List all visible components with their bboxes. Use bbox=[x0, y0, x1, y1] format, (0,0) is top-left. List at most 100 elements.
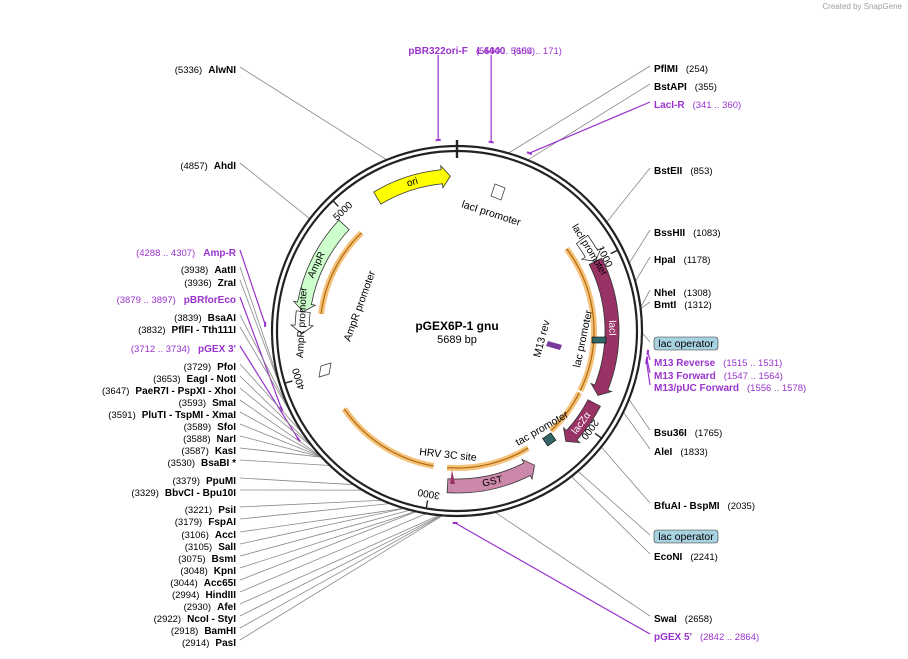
label-hpai-39[interactable]: HpaI(1178) bbox=[654, 255, 710, 266]
label-alei-47[interactable]: AleI(1833) bbox=[654, 447, 708, 458]
label-alwni-0-name: AlwNI bbox=[208, 65, 236, 76]
label-ncoi-styi-29[interactable]: NcoI - StyI(2922) bbox=[154, 614, 237, 625]
label-psii-20[interactable]: PsiI(3221) bbox=[185, 505, 236, 516]
label-bsabi-17[interactable]: BsaBI *(3530) bbox=[168, 458, 237, 469]
label-econi-50[interactable]: EcoNI(2241) bbox=[654, 552, 718, 563]
label-bsteii-37[interactable]: BstEII(853) bbox=[654, 166, 713, 177]
label-bamhi-30[interactable]: BamHI(2918) bbox=[171, 626, 236, 637]
label-amp-r-2-name: Amp-R bbox=[203, 248, 237, 259]
tac-promoter-label: tac promoter bbox=[514, 408, 571, 448]
label-sali-23-leader bbox=[239, 508, 405, 545]
label-smai-12[interactable]: SmaI(3593) bbox=[179, 398, 237, 409]
label-l4440-33[interactable]: L4440 (154 .. 171) bbox=[477, 46, 562, 57]
label-pfoi-9-leader bbox=[239, 363, 304, 435]
label-m13-reverse-43[interactable]: M13 Reverse(1515 .. 1531) bbox=[654, 358, 782, 369]
label-lac-operator-49-name: lac operator bbox=[658, 531, 714, 543]
label-hindiii-27[interactable]: HindIII(2994) bbox=[172, 590, 236, 601]
label-pluti-tspmi-xmai-13-leader bbox=[239, 411, 322, 457]
label-kpni-25[interactable]: KpnI(3048) bbox=[180, 566, 236, 577]
label-bfuai-bspmi-48[interactable]: BfuAI - BspMI (2035) bbox=[654, 501, 755, 512]
label-kasi-16[interactable]: KasI(3587) bbox=[181, 446, 236, 457]
feature-gst-label: GST bbox=[481, 474, 504, 489]
label-lac-operator-49[interactable]: lac operator bbox=[653, 529, 719, 544]
label-paer7i-pspxi-xhoi-11-name: PaeR7I - PspXI - XhoI bbox=[135, 386, 236, 397]
label-paer7i-pspxi-xhoi-11[interactable]: PaeR7I - PspXI - XhoI(3647) bbox=[102, 386, 236, 397]
label-fspai-21[interactable]: FspAI(3179) bbox=[175, 517, 236, 528]
label-m13-puc-forward-45-primer-mark bbox=[645, 358, 648, 365]
label-laci-r-36-name: LacI-R bbox=[654, 100, 685, 111]
label-pbrforeco-5-position: (3879 .. 3897) bbox=[117, 295, 176, 306]
label-pluti-tspmi-xmai-13[interactable]: PluTI - TspMI - XmaI(3591) bbox=[108, 410, 236, 421]
label-pbr322ori-f-32[interactable]: pBR322ori-F(5590 .. 5609) bbox=[408, 46, 535, 57]
label-eagi-noti-10[interactable]: EagI - NotI(3653) bbox=[153, 374, 236, 385]
label-m13-forward-44[interactable]: M13 Forward(1547 .. 1564) bbox=[654, 371, 783, 382]
tick-4000 bbox=[284, 380, 293, 384]
label-acc65i-26-position: (3044) bbox=[170, 578, 197, 589]
label-bfuai-bspmi-48-position: (2035) bbox=[728, 501, 755, 512]
label-m13-puc-forward-45[interactable]: M13/pUC Forward(1556 .. 1578) bbox=[654, 383, 806, 394]
label-pgex-5-52[interactable]: pGEX 5'(2842 .. 2864) bbox=[654, 632, 759, 643]
label-pfoi-9[interactable]: PfoI(3729) bbox=[184, 362, 237, 373]
tick-3000 bbox=[425, 500, 429, 509]
label-bstapi-35-name: BstAPI bbox=[654, 82, 687, 93]
label-pflfi-tth111i-7[interactable]: PflFI - Tth111I (3832) bbox=[138, 325, 236, 336]
label-bsaai-6-position: (3839) bbox=[174, 313, 201, 324]
label-ahdi-1[interactable]: AhdI(4857) bbox=[180, 161, 236, 172]
label-pasi-31-leader bbox=[239, 515, 444, 641]
label-ppumi-18[interactable]: PpuMI(3379) bbox=[173, 476, 237, 487]
label-ahdi-1-name: AhdI bbox=[214, 161, 236, 172]
label-pgex-3-8[interactable]: pGEX 3'(3712 .. 3734) bbox=[131, 344, 236, 355]
label-bsshii-38[interactable]: BssHII(1083) bbox=[654, 228, 721, 239]
label-acci-22[interactable]: AccI(3106) bbox=[181, 530, 236, 541]
label-hpai-39-leader bbox=[634, 256, 651, 282]
label-pfoi-9-position: (3729) bbox=[184, 362, 211, 373]
label-pasi-31[interactable]: PasI(2914) bbox=[182, 638, 236, 649]
label-acc65i-26[interactable]: Acc65I(3044) bbox=[170, 578, 236, 589]
label-acci-22-name: AccI bbox=[215, 530, 236, 541]
label-amp-r-2[interactable]: Amp-R(4288 .. 4307) bbox=[136, 248, 237, 259]
label-afei-28[interactable]: AfeI(2930) bbox=[184, 602, 237, 613]
label-sali-23[interactable]: SalI(3105) bbox=[185, 542, 236, 553]
label-bsu36i-46[interactable]: Bsu36I(1765) bbox=[654, 428, 722, 439]
label-m13-reverse-43-primer-mark bbox=[646, 349, 650, 355]
label-l4440-33-name: L4440 bbox=[477, 46, 506, 57]
label-bsaai-6[interactable]: BsaAI(3839) bbox=[174, 313, 236, 324]
label-pflmi-34-position: (254) bbox=[686, 64, 708, 75]
label-sfoi-14-name: SfoI bbox=[217, 422, 236, 433]
label-alwni-0[interactable]: AlwNI(5336) bbox=[175, 65, 236, 76]
label-laci-r-36[interactable]: LacI-R(341 .. 360) bbox=[654, 100, 741, 111]
label-bsteii-37-leader bbox=[606, 167, 651, 223]
feature-gst-arrow bbox=[446, 458, 536, 494]
plasmid-center: pGEX6P-1 gnu 5689 bp bbox=[415, 319, 498, 346]
label-bstapi-35[interactable]: BstAPI(355) bbox=[654, 82, 717, 93]
label-swai-51-leader bbox=[494, 511, 651, 617]
label-bsu36i-46-position: (1765) bbox=[695, 428, 722, 439]
label-hindiii-27-position: (2994) bbox=[172, 590, 199, 601]
laci-promoter-arrow bbox=[490, 183, 506, 201]
label-aatii-3[interactable]: AatII(3938) bbox=[181, 265, 236, 276]
label-sfoi-14[interactable]: SfoI(3589) bbox=[184, 422, 237, 433]
label-pflmi-34[interactable]: PflMI(254) bbox=[654, 64, 708, 75]
label-bfuai-bspmi-48-name: BfuAI - BspMI bbox=[654, 501, 720, 512]
feature-ampr-arrow bbox=[292, 219, 350, 313]
label-pbrforeco-5[interactable]: pBRforEco(3879 .. 3897) bbox=[117, 295, 236, 306]
label-bsshii-38-name: BssHII bbox=[654, 228, 685, 239]
label-bbvci-bpu10i-19[interactable]: BbvCI - Bpu10I(3329) bbox=[131, 488, 236, 499]
label-bmti-41[interactable]: BmtI(1312) bbox=[654, 300, 712, 311]
label-pflfi-tth111i-7-position: (3832) bbox=[138, 325, 165, 336]
label-pasi-31-position: (2914) bbox=[182, 638, 209, 649]
orf-arc-bottom-core bbox=[343, 408, 434, 467]
label-lac-operator-42[interactable]: lac operator bbox=[653, 336, 719, 351]
label-bamhi-30-leader bbox=[239, 515, 443, 629]
label-bsmi-24[interactable]: BsmI(3075) bbox=[178, 554, 236, 565]
feature-laci-label: lacI bbox=[606, 320, 617, 336]
label-nhei-40[interactable]: NheI(1308) bbox=[654, 288, 711, 299]
tick-label-3000: 3000 bbox=[416, 486, 440, 501]
label-l4440-33-position: (154 .. 171) bbox=[513, 46, 562, 57]
label-nari-15[interactable]: NarI(3588) bbox=[183, 434, 236, 445]
label-swai-51[interactable]: SwaI(2658) bbox=[654, 614, 712, 625]
label-zrai-4[interactable]: ZraI(3936) bbox=[184, 278, 236, 289]
label-pflfi-tth111i-7-name: PflFI - Tth111I bbox=[172, 325, 237, 336]
label-acc65i-26-leader bbox=[239, 511, 417, 581]
label-bsmi-24-position: (3075) bbox=[178, 554, 205, 565]
